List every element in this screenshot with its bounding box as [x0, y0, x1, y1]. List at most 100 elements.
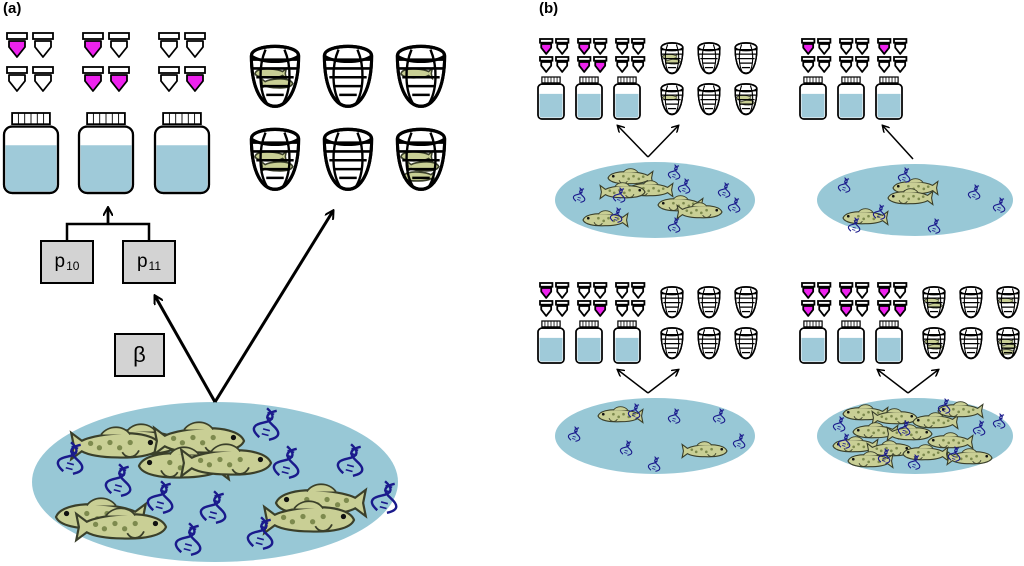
a-dna-1 [56, 441, 84, 475]
a-fish-9 [262, 500, 356, 536]
b-site-1-jar-2 [575, 76, 603, 120]
b-site-3-tube-3-2-1 [615, 300, 630, 317]
p10-sub: 10 [66, 259, 80, 273]
b-site-3-jar-2 [575, 320, 603, 364]
b-site-2-tube-3-1-1 [877, 38, 892, 55]
b-site-4-arrow-right [907, 370, 938, 394]
arrow-pond-to-eDNA [155, 296, 217, 403]
b-site-3-fish-1 [597, 406, 644, 424]
b-site-4-arrow-left [878, 370, 909, 394]
b-site-2-dna-3 [897, 167, 911, 183]
b-site-1-dna-3 [667, 164, 681, 180]
b-site-3-jar-1 [537, 320, 565, 364]
b-site-1-dna-5 [717, 182, 731, 198]
b-site-3-tube-2-2-2 [593, 300, 608, 317]
b-site-2-tube-2-1-1 [839, 38, 854, 55]
b-site-3-dna-2 [619, 440, 633, 456]
b-site-2-dna-5 [992, 197, 1006, 213]
b-site-3-trap-3 [734, 286, 758, 319]
b-site-3-tube-2-2-1 [577, 300, 592, 317]
a-trap-1 [249, 44, 301, 108]
b-site-1-dna-6 [727, 197, 741, 213]
b-site-2-arrow-left [883, 126, 914, 160]
b-site-2-dna-6 [927, 218, 941, 234]
b-site-4-tube-3-1-1 [877, 282, 892, 299]
b-site-3-jar-3 [613, 320, 641, 364]
a-tube-1-2-2 [32, 66, 54, 92]
arrow-pond-to-traps [213, 211, 333, 403]
b-site-3-trap-6 [734, 327, 758, 360]
a-fish-7 [74, 507, 168, 543]
a-dna-2 [104, 463, 132, 497]
b-site-1-tube-1-1-1 [539, 38, 554, 55]
b-site-2-tube-2-2-2 [855, 56, 870, 73]
b-site-1-dna-2 [609, 207, 623, 223]
b-site-4-tube-2-2-2 [855, 300, 870, 317]
a-dna-10 [174, 522, 202, 556]
b-site-1-dna-1 [572, 187, 586, 203]
b-site-4-jar-1 [799, 320, 827, 364]
b-site-2-jar-2 [837, 76, 865, 120]
b-site-4-tube-1-2-2 [817, 300, 832, 317]
b-site-4-tube-2-2-1 [839, 300, 854, 317]
a-tube-2-1-2 [108, 32, 130, 58]
b-site-4-trap-5 [959, 327, 983, 360]
b-site-4-dna-1 [832, 416, 846, 432]
beta-box: β [114, 333, 165, 377]
b-site-1-trap-6 [734, 83, 758, 116]
b-site-1-tube-3-2-1 [615, 56, 630, 73]
b-site-2-dna-2 [872, 204, 886, 220]
b-site-1-trap-4 [660, 83, 684, 116]
a-jar-2 [77, 112, 135, 195]
b-site-4-trap-6 [996, 327, 1020, 360]
b-site-4-tube-1-2-1 [801, 300, 816, 317]
a-dna-3 [146, 480, 174, 514]
b-site-3-fish-2 [681, 441, 728, 459]
b-site-2-dna-1 [837, 177, 851, 193]
b-site-4-trap-2 [959, 286, 983, 319]
a-trap-5 [322, 127, 374, 191]
b-site-4-fish-6 [927, 432, 974, 450]
a-jar-1 [2, 112, 60, 195]
a-trap-6 [395, 127, 447, 191]
b-site-2-fish-2 [887, 188, 934, 206]
b-site-4-fish-8 [866, 440, 913, 458]
b-site-3-arrow-right [647, 370, 678, 394]
a-dna-8 [370, 480, 398, 514]
pond-a [32, 402, 398, 562]
b-site-3-arrow-left [618, 370, 649, 394]
b-site-1-fish-5 [582, 210, 629, 228]
b-site-4-trap-1 [922, 286, 946, 319]
b-site-4-fish-9 [902, 444, 949, 462]
b-site-1-tube-1-2-2 [555, 56, 570, 73]
b-site-4-jar-3 [875, 320, 903, 364]
b-site-2-tube-3-2-1 [877, 56, 892, 73]
p11-sub: 11 [148, 259, 162, 273]
b-site-4-fish-11 [847, 451, 894, 469]
a-trap-2 [322, 44, 374, 108]
b-site-2-tube-2-1-2 [855, 38, 870, 55]
b-site-3-dna-4 [667, 408, 681, 424]
b-site-3-trap-5 [697, 327, 721, 360]
b-site-2-tube-3-2-2 [893, 56, 908, 73]
b-site-2-tube-1-1-2 [817, 38, 832, 55]
b-site-1-tube-1-1-2 [555, 38, 570, 55]
b-site-3-tube-3-1-2 [631, 282, 646, 299]
b-site-1-trap-1 [660, 42, 684, 75]
b-site-1-trap-2 [697, 42, 721, 75]
b-site-2-tube-2-2-1 [839, 56, 854, 73]
a-dna-9 [246, 516, 274, 550]
b-site-1-jar-3 [613, 76, 641, 120]
b-site-2-jar-1 [799, 76, 827, 120]
b-site-1-dna-4 [677, 178, 691, 194]
arrows-layer [65, 126, 938, 403]
items-layer [2, 32, 1020, 556]
panel-label-a: (a) [3, 0, 22, 17]
b-site-4-dna-8 [947, 446, 961, 462]
a-tube-1-2-1 [6, 66, 28, 92]
b-site-1-arrow-right [647, 126, 678, 158]
a-tube-1-1-1 [6, 32, 28, 58]
b-site-1-tube-2-2-2 [593, 56, 608, 73]
b-site-3-dna-1 [567, 426, 581, 442]
